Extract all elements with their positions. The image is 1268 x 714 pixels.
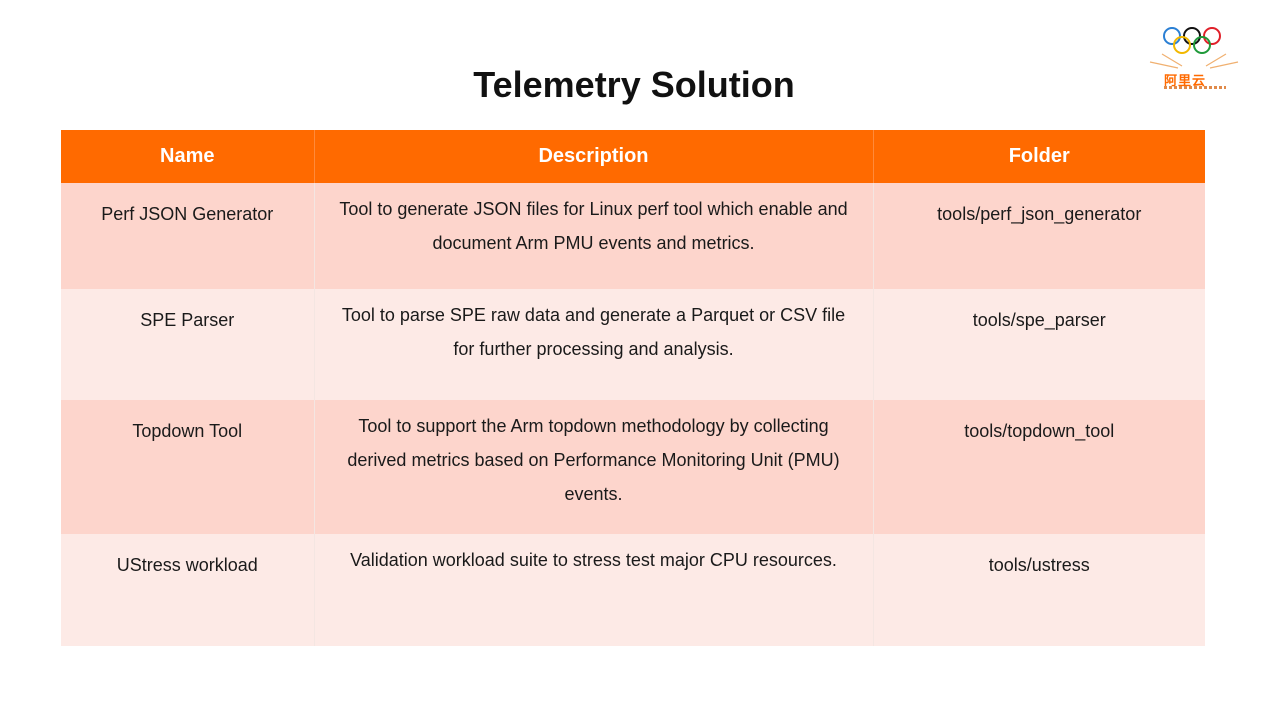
cell-name: Perf JSON Generator bbox=[61, 183, 315, 289]
slide-title: Telemetry Solution bbox=[473, 64, 795, 105]
alibaba-cloud-logo: 阿里云 bbox=[1146, 24, 1242, 96]
cell-folder: tools/ustress bbox=[873, 534, 1205, 646]
header-folder: Folder bbox=[873, 130, 1205, 183]
tools-table: Name Description Folder Perf JSON Genera… bbox=[61, 130, 1205, 646]
cell-folder: tools/perf_json_generator bbox=[873, 183, 1205, 289]
cell-folder: tools/spe_parser bbox=[873, 289, 1205, 400]
cell-name: Topdown Tool bbox=[61, 400, 315, 534]
cell-folder: tools/topdown_tool bbox=[873, 400, 1205, 534]
cell-description: Tool to support the Arm topdown methodol… bbox=[314, 400, 874, 534]
cell-description: Tool to generate JSON files for Linux pe… bbox=[314, 183, 874, 289]
table-row: UStress workload Validation workload sui… bbox=[61, 534, 1205, 646]
table-row: Topdown Tool Tool to support the Arm top… bbox=[61, 400, 1205, 534]
table-header-row: Name Description Folder bbox=[61, 130, 1205, 183]
brand-name: 阿里云 bbox=[1164, 73, 1207, 88]
header-name: Name bbox=[61, 130, 315, 183]
cell-name: UStress workload bbox=[61, 534, 315, 646]
header-description: Description bbox=[314, 130, 874, 183]
table-row: SPE Parser Tool to parse SPE raw data an… bbox=[61, 289, 1205, 400]
rays-icon bbox=[1149, 53, 1239, 69]
cell-description: Tool to parse SPE raw data and generate … bbox=[314, 289, 874, 400]
table-row: Perf JSON Generator Tool to generate JSO… bbox=[61, 183, 1205, 289]
olympic-rings-icon bbox=[1163, 27, 1221, 54]
cell-description: Validation workload suite to stress test… bbox=[314, 534, 874, 646]
brand-tagline-line bbox=[1164, 86, 1226, 89]
cell-name: SPE Parser bbox=[61, 289, 315, 400]
